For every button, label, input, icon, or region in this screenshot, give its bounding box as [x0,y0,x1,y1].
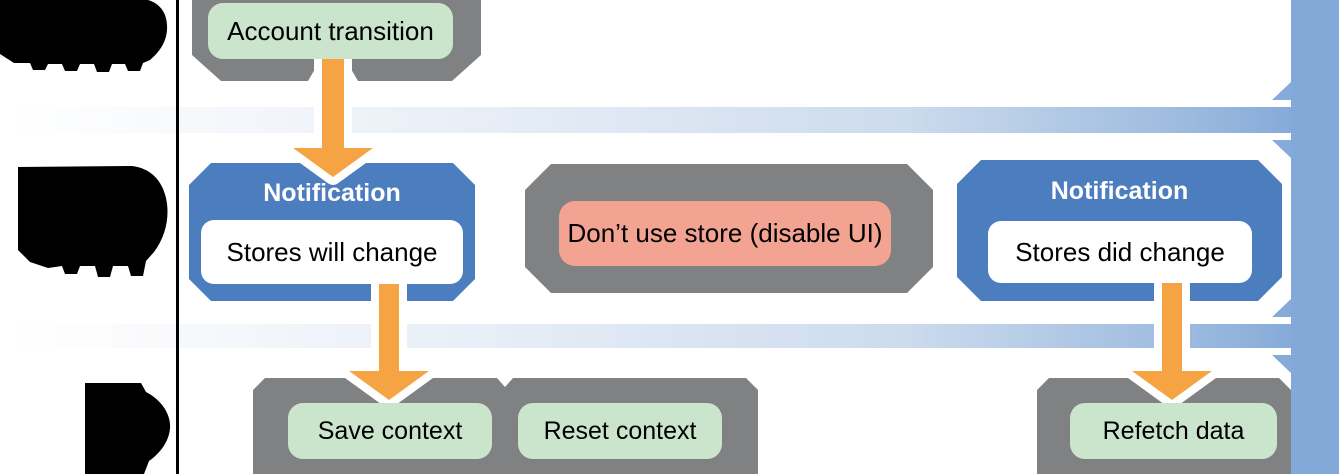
node-refetch-data-label: Refetch data [1102,416,1245,445]
timeline-bar [1291,0,1339,474]
node-account-transition: Account transition [208,3,453,59]
node-stores-will-change: Stores will change [201,220,463,284]
node-save-context: Save context [288,403,492,459]
node-dont-use-store-label: Don’t use store (disable UI) [567,218,883,248]
node-account-transition-label: Account transition [227,15,434,46]
event-band-top [10,107,1291,133]
lane-label-blob-2 [18,166,168,277]
node-reset-context: Reset context [518,403,722,459]
band-merge-arrowhead-bottom [1272,299,1291,373]
node-stores-did-change-label: Stores did change [1015,236,1225,267]
lane-separator-line [176,0,179,474]
lane-label-blob-1 [0,0,168,72]
node-stores-will-change-label: Stores will change [226,236,438,267]
node-save-context-label: Save context [317,416,463,445]
node-dont-use-store: Don’t use store (disable UI) [559,201,891,266]
node-stores-did-change: Stores did change [988,221,1252,283]
event-band-bottom [10,324,1291,348]
node-refetch-data: Refetch data [1070,403,1277,459]
notification-title-left: Notification [263,179,401,207]
lane-label-blob-3 [85,383,171,474]
band-merge-arrowhead-top [1272,82,1291,158]
notification-title-right: Notification [1050,177,1189,205]
node-reset-context-label: Reset context [543,416,697,445]
